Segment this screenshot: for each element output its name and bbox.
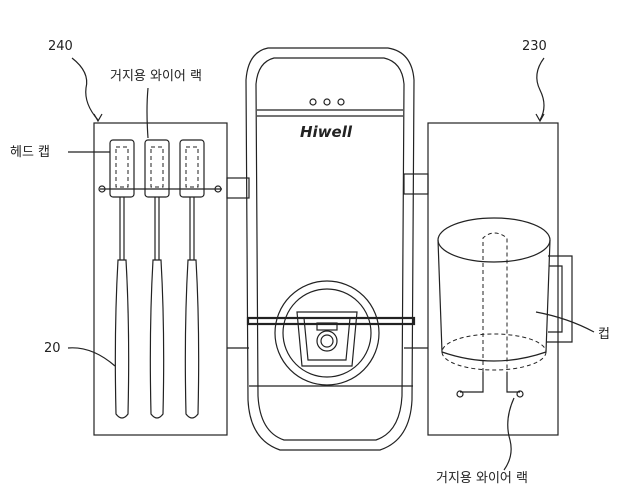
left-toothbrush-rack <box>93 122 228 436</box>
ref-240-label: 240 <box>48 39 73 54</box>
head-cap-1 <box>109 139 135 198</box>
left-rack-panel <box>93 122 228 436</box>
wire-rack-end-right <box>516 390 524 398</box>
wire-rack-top-label: 거지용 와이어 랙 <box>110 69 202 84</box>
wire-rack-right-leg <box>506 372 520 393</box>
wire-rack-left-leg <box>460 372 484 393</box>
nozzle-button-inner <box>320 334 334 348</box>
left-connectors <box>226 177 250 349</box>
nozzle-button <box>316 330 338 352</box>
handle-3 <box>184 259 200 419</box>
wire-rack-bottom-label: 거지용 와이어 랙 <box>436 471 528 486</box>
ref-240-arrow <box>93 113 103 123</box>
dispenser-inner-shell <box>255 57 405 441</box>
ref-240-leader <box>71 57 99 121</box>
bristles-2 <box>150 146 164 188</box>
cup-bottom-hidden <box>441 333 547 371</box>
cup-wire-rack-hidden <box>482 232 508 372</box>
toothbrush-ref-leader <box>67 347 116 367</box>
cup-leader <box>535 311 595 333</box>
ref-230-label: 230 <box>522 39 547 54</box>
nozzle-ring-outer <box>274 280 380 386</box>
toothbrush-2 <box>144 139 170 419</box>
right-rack-panel <box>427 122 559 436</box>
cup-body <box>437 239 551 362</box>
indicator-dot-2 <box>323 98 331 106</box>
left-connector-top <box>226 177 250 199</box>
left-wire-end-right <box>214 185 222 193</box>
ref-230-leader <box>536 57 545 121</box>
cup-rim <box>437 217 551 263</box>
head-cap-3 <box>179 139 205 198</box>
ref-230-arrow <box>535 113 545 123</box>
indicator-dot-1 <box>309 98 317 106</box>
toothbrush-3 <box>179 139 205 419</box>
bristles-3 <box>185 146 199 188</box>
head-cap-label: 헤드 캡 <box>10 145 50 160</box>
wire-rack-top-leader <box>146 87 149 139</box>
nozzle-housing <box>296 311 358 367</box>
left-wire-end-left <box>98 185 106 193</box>
wire-rack-end-left <box>456 390 464 398</box>
toothbrush-1 <box>109 139 135 419</box>
bristles-1 <box>115 146 129 188</box>
toothbrush-ref-label: 20 <box>44 341 61 356</box>
nozzle-ring-inner <box>282 288 372 378</box>
wire-rack-bottom-leader <box>503 397 515 471</box>
annotations: 240 거지용 와이어 랙 헤드 캡 20 230 컵 거지용 와이어 랙 <box>10 39 610 486</box>
head-cap-2 <box>144 139 170 198</box>
dispenser-outer-shell <box>245 47 415 451</box>
dispenser-body: Hiwell <box>245 47 416 451</box>
handle-1 <box>114 259 130 419</box>
nozzle-slot <box>316 322 338 331</box>
handle-2 <box>149 259 165 419</box>
cup-handle-inner <box>548 265 563 333</box>
nozzle-frame <box>303 317 351 361</box>
brand-logo: Hiwell <box>300 123 353 141</box>
right-connector-top <box>403 173 429 195</box>
right-connectors <box>403 173 429 349</box>
cup-label: 컵 <box>598 327 610 342</box>
indicator-dot-3 <box>337 98 345 106</box>
right-cup-rack <box>427 122 573 436</box>
cup-handle-outer <box>546 255 573 343</box>
